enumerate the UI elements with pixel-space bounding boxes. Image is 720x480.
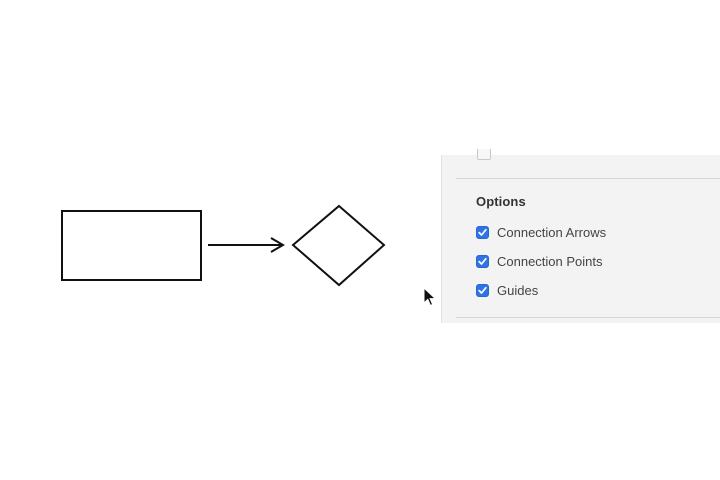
options-section-title: Options <box>476 194 526 209</box>
option-label: Guides <box>497 282 539 298</box>
options-panel: Options Connection Arrows Connection Poi… <box>441 149 720 323</box>
panel-divider <box>456 317 720 318</box>
panel-divider <box>456 178 720 179</box>
option-connection-points[interactable]: Connection Points <box>476 253 603 269</box>
panel-control-remnant <box>477 149 491 160</box>
arrowhead-icon <box>270 237 285 253</box>
option-label: Connection Arrows <box>497 224 607 240</box>
mouse-pointer-icon <box>423 287 437 307</box>
option-guides[interactable]: Guides <box>476 282 538 298</box>
rectangle-shape[interactable] <box>61 210 202 281</box>
checkmark-icon <box>478 286 487 294</box>
checkmark-icon <box>478 257 487 265</box>
connection-points-checkbox[interactable] <box>476 254 489 268</box>
diamond-shape[interactable] <box>291 204 386 287</box>
option-label: Connection Points <box>497 253 603 269</box>
option-connection-arrows[interactable]: Connection Arrows <box>476 224 606 240</box>
connection-arrows-checkbox[interactable] <box>476 225 489 239</box>
checkmark-icon <box>478 228 487 236</box>
guides-checkbox[interactable] <box>476 283 489 297</box>
